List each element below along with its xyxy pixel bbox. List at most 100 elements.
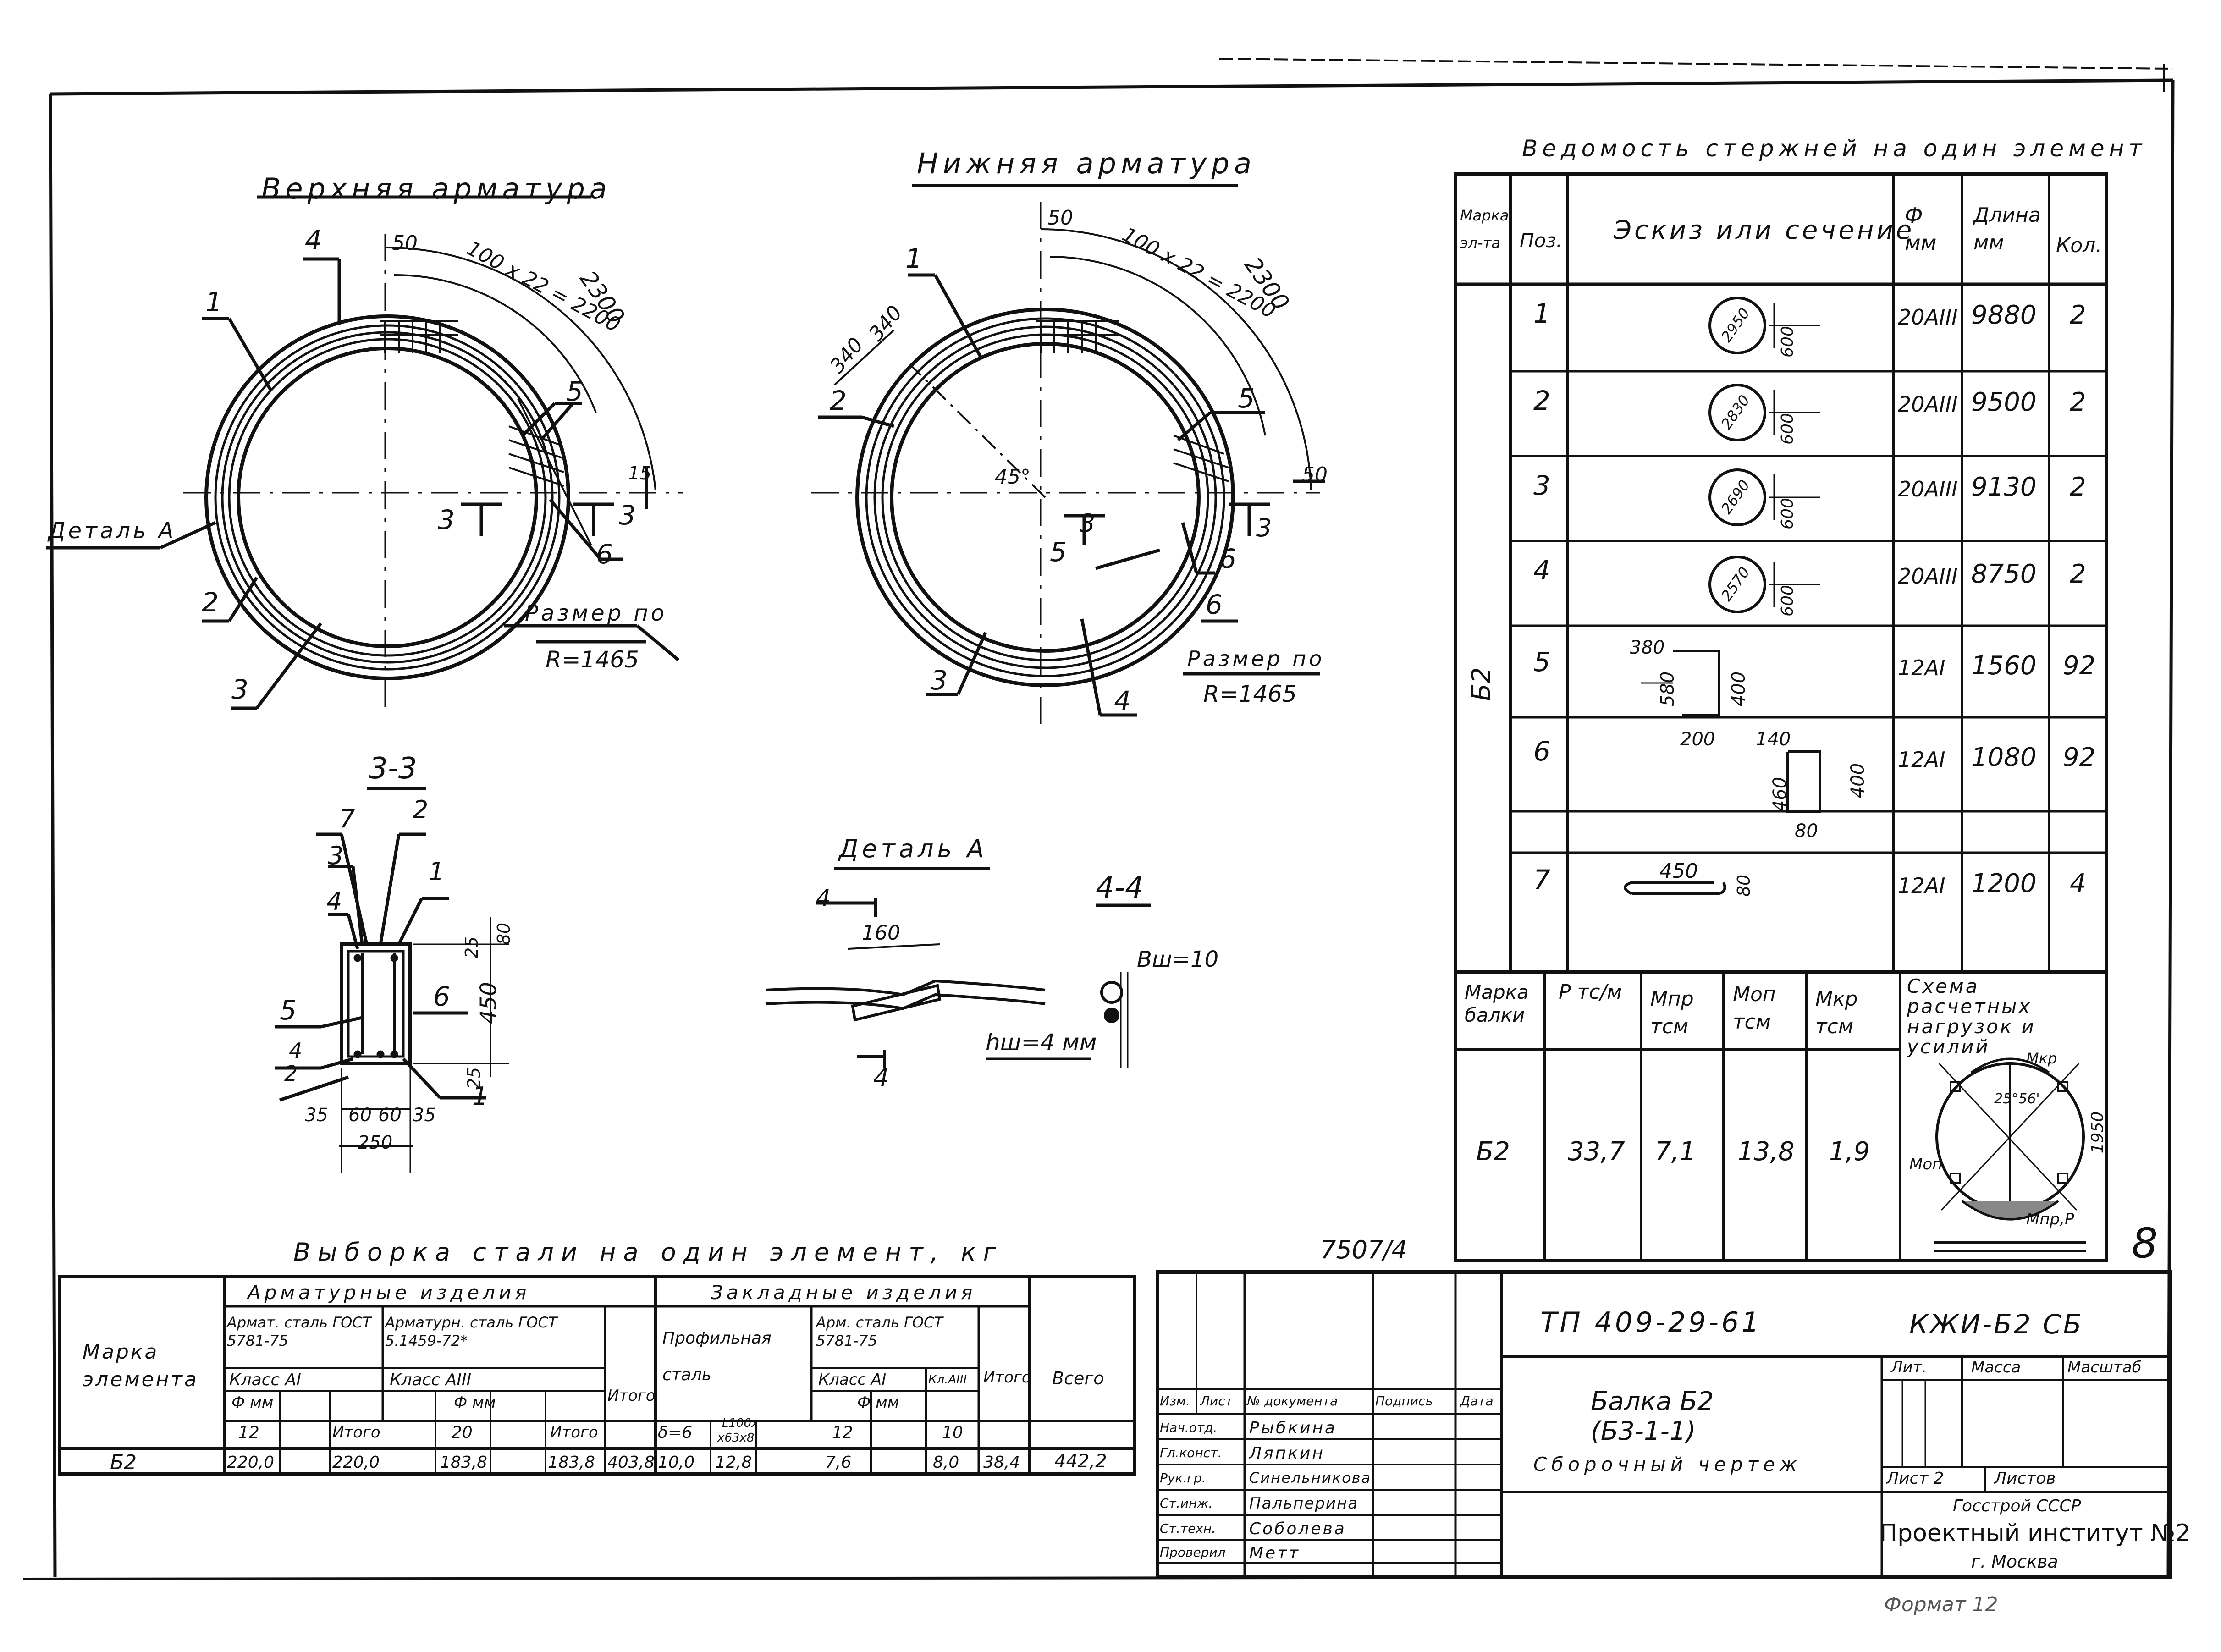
rod-row-1-pos: 1	[1533, 298, 1550, 329]
steel-row-v7: 12,8	[715, 1453, 752, 1472]
person-2-role: Гл.конст.	[1160, 1445, 1222, 1460]
section-33-label-1b: 1	[472, 1082, 488, 1111]
load-row-mark: Б2	[1476, 1137, 1510, 1167]
ring-bottom-pos-1: 1	[905, 243, 922, 274]
rod-row-4-dia: 20АIII	[1898, 564, 1958, 589]
rod-row-1-qty: 2	[2070, 300, 2086, 330]
ring-top-radius-note: Размер по	[525, 600, 667, 626]
title-scale: Масштаб	[2067, 1358, 2142, 1377]
steel-col-mark: Марка элемента	[83, 1340, 198, 1391]
rod-row-3-qty: 2	[2070, 472, 2086, 502]
ring-bottom-pos-2: 2	[830, 385, 847, 416]
ring-bottom-dim-50: 50	[1047, 206, 1073, 230]
rod-row-5-len: 1560	[1971, 651, 2037, 681]
steel-row-v1: 220,0	[227, 1453, 275, 1472]
ring-bottom-pos-6a: 6	[1219, 543, 1236, 574]
steel-class-a1: Класс АI	[229, 1371, 301, 1389]
rod-row-6-sk4: 80	[1795, 820, 1818, 842]
section-33-label-5: 5	[280, 995, 297, 1026]
ring-bottom-dim-50b: 50	[1302, 463, 1328, 486]
ring-top-pos-5: 5	[566, 376, 583, 407]
detail-a-title: Деталь А	[839, 834, 988, 863]
ring-top-pos-4: 4	[305, 225, 322, 256]
rod-row-3-len: 9130	[1971, 472, 2037, 502]
rod-row-5-dia: 12АI	[1898, 655, 1945, 680]
ring-top-pos-3: 3	[231, 674, 248, 705]
steel-row-v5: 403,8	[607, 1453, 655, 1472]
steel-title: Выборка стали на один элемент, кг	[293, 1238, 1004, 1267]
ring-bottom-section-3b: 3	[1256, 513, 1272, 542]
rod-row-3-dia: 20АIII	[1898, 477, 1958, 501]
steel-class-a3b: Кл.АIII	[928, 1373, 967, 1387]
rod-row-6-len: 1080	[1971, 743, 2037, 772]
rod-row-7-sk2: 80	[1734, 874, 1754, 897]
rod-row-5-sk3: 400	[1728, 671, 1750, 707]
scheme-mop: Моп	[1909, 1155, 1943, 1173]
steel-row-v6: 10,0	[658, 1453, 695, 1472]
rod-row-4-pos: 4	[1533, 555, 1550, 586]
title-sheet: Лист 2	[1886, 1469, 1944, 1488]
ring-top-reinforcement	[46, 195, 683, 715]
person-2-name: Ляпкин	[1249, 1444, 1325, 1463]
title-lit: Лит.	[1891, 1358, 1927, 1377]
rod-row-5-sk4: 200	[1680, 729, 1715, 750]
rod-table-h-dia: Ф мм	[1905, 203, 1937, 255]
rod-row-6-qty: 92	[2063, 743, 2096, 772]
ring-top-pos-1: 1	[205, 286, 222, 318]
steel-table-grid	[58, 1275, 1136, 1476]
steel-size-delta: δ=6	[658, 1423, 693, 1442]
steel-group1: Арматурные изделия	[248, 1281, 530, 1304]
steel-size-itogo1: Итого	[332, 1423, 380, 1442]
steel-size-12: 12	[238, 1423, 259, 1442]
section-33-dim-35b: 35	[413, 1105, 436, 1126]
section-33-title: 3-3	[369, 752, 417, 786]
rod-row-3-pos: 3	[1533, 470, 1550, 501]
steel-group2: Закладные изделия	[711, 1281, 976, 1304]
load-h-mpr: Мпр тсм	[1650, 987, 1694, 1038]
page-number: 8	[2132, 1219, 2158, 1267]
ring-bottom-pos-4: 4	[1114, 685, 1131, 716]
ring-top-section-3a: 3	[438, 504, 455, 535]
rod-table-h-mark: Марка эл-та	[1460, 207, 1509, 252]
section-33-label-3: 3	[328, 841, 344, 870]
section-33-label-2: 2	[413, 795, 429, 824]
rod-row-5-sk1: 380	[1630, 637, 1665, 658]
rod-row-5-sk2: 580	[1657, 671, 1679, 707]
steel-size-12b: 12	[832, 1423, 853, 1442]
load-row-mkr: 1,9	[1829, 1137, 1870, 1167]
person-1-name: Рыбкина	[1249, 1419, 1337, 1437]
section-44-title: 4-4	[1096, 871, 1144, 905]
steel-size-63: x63x8	[717, 1431, 755, 1445]
load-row-p: 33,7	[1568, 1137, 1625, 1167]
stamp-number: 7507/4	[1320, 1235, 1407, 1264]
scheme-angle: 25°56'	[1994, 1091, 2040, 1107]
steel-phi-3: Ф мм	[857, 1393, 899, 1412]
title-col-doc: № документа	[1247, 1393, 1338, 1409]
person-6-role: Проверил	[1160, 1545, 1226, 1560]
ring-bottom-dim-45: 45°	[995, 465, 1031, 489]
rod-row-2-dia: 20АIII	[1898, 392, 1958, 417]
section-4-4	[1096, 903, 1151, 1068]
section-33-dim-80: 80	[494, 922, 514, 945]
steel-row-v3: 183,8	[440, 1453, 488, 1472]
rod-row-2-qty: 2	[2070, 387, 2086, 417]
section-33-label-4: 4	[326, 887, 342, 916]
rod-table-h-pos: Поз.	[1520, 229, 1562, 252]
load-h-p: P тс/м	[1559, 980, 1622, 1004]
ring-bottom-section-3a: 3	[1080, 509, 1096, 538]
title-name3: Сборочный чертеж	[1533, 1453, 1802, 1476]
section-33-dim-35a: 35	[305, 1105, 328, 1126]
ring-top-dim-15: 15	[628, 463, 651, 484]
title-org3: г. Москва	[1971, 1552, 2058, 1572]
load-row-mop: 13,8	[1737, 1137, 1795, 1167]
steel-row-total: 442,2	[1054, 1451, 1107, 1472]
detail-a-label-4b: 4	[873, 1063, 889, 1092]
ring-bottom-title: Нижняя арматура	[917, 147, 1256, 180]
load-h-mop: Моп тсм	[1733, 983, 1776, 1034]
rod-row-6-sk2: 460	[1769, 776, 1791, 812]
rod-row-1-len: 9880	[1971, 300, 2037, 330]
title-name1: Балка Б2	[1591, 1387, 1714, 1416]
person-4-role: Ст.инж.	[1160, 1496, 1213, 1511]
scheme-1950: 1950	[2088, 1111, 2107, 1154]
